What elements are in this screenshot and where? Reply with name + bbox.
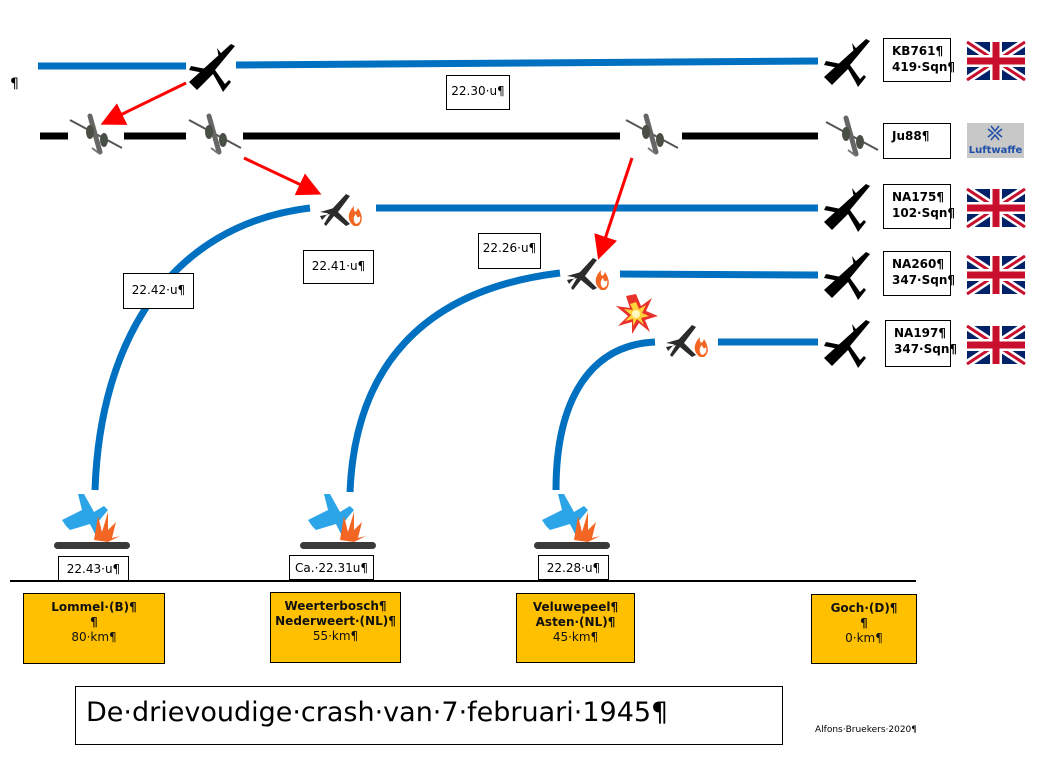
- location-box-weerterbosch: Weerterbosch¶ Nederweert·(NL)¶ 55·km¶: [270, 592, 401, 663]
- bomber-icon: [189, 44, 235, 92]
- crash-time-label: 22.43·u¶: [58, 556, 129, 581]
- location-name: Weerterbosch¶: [284, 599, 387, 613]
- paragraph-marker: ¶: [10, 76, 19, 92]
- aircraft-id-box-ju88: Ju88¶: [883, 123, 951, 159]
- time-label: 22.41·u¶: [303, 250, 374, 284]
- location-name: Goch·(D)¶: [830, 601, 898, 615]
- explosion-icon: [616, 294, 658, 334]
- aircraft-serial: KB761¶: [892, 44, 944, 58]
- crash-site-icon: [300, 494, 376, 549]
- location-distance: 80·km¶: [71, 630, 117, 644]
- aircraft-id-box-na175: NA175¶ 102·Sqn¶: [883, 184, 956, 229]
- ju88-fighter-icon: [826, 118, 878, 156]
- location-region: ¶: [90, 615, 98, 629]
- location-name: Lommel·(B)¶: [51, 600, 137, 614]
- ju88-fighter-icon: [626, 116, 678, 154]
- bomber-icon: [824, 184, 870, 232]
- bomber-icon: [824, 39, 870, 87]
- uk-flag-icon: [964, 322, 1028, 368]
- location-region: Nederweert·(NL)¶: [275, 614, 396, 628]
- aircraft-id-box-na260: NA260¶ 347·Sqn¶: [883, 251, 956, 296]
- aircraft-squadron: 347·Sqn¶: [892, 273, 956, 287]
- crash-time-label: 22.28·u¶: [538, 555, 609, 580]
- time-label: 22.42·u¶: [123, 273, 194, 309]
- ju88-fighter-icon: [70, 116, 122, 154]
- attack-arrow: [594, 157, 634, 260]
- location-distance: 45·km¶: [552, 630, 599, 644]
- na175-descent-path: [91, 204, 311, 491]
- time-label: 22.30·u¶: [446, 75, 510, 110]
- na260-descent-path: [346, 269, 561, 493]
- crash-time-label: Ca.·22.31u¶: [289, 555, 374, 580]
- crash-site-icon: [54, 494, 130, 549]
- aircraft-id-box-kb761: KB761¶ 419·Sqn¶: [883, 38, 956, 82]
- author-credit: Alfons·Bruekers·2020¶: [815, 725, 918, 735]
- location-name: Veluwepeel¶: [532, 600, 619, 614]
- na197-descent-path: [552, 338, 656, 491]
- luftwaffe-label: Luftwaffe: [968, 145, 1023, 156]
- luftwaffe-flag-icon: Luftwaffe: [967, 123, 1024, 158]
- location-region: Asten·(NL)¶: [535, 615, 616, 629]
- uk-flag-icon: [964, 38, 1028, 84]
- location-box-veluwepeel: Veluwepeel¶ Asten·(NL)¶ 45·km¶: [516, 593, 635, 663]
- crash-site-icon: [534, 494, 610, 549]
- aircraft-serial: Ju88¶: [892, 129, 930, 143]
- attack-arrow: [100, 81, 187, 125]
- aircraft-serial: NA175¶: [892, 190, 945, 204]
- na260-flight-path: [619, 270, 819, 279]
- time-label: 22.26·u¶: [478, 233, 541, 269]
- burning-aircraft-icon: [567, 258, 609, 290]
- location-box-goch: Goch·(D)¶ ¶ 0·km¶: [811, 594, 917, 664]
- location-distance: 55·km¶: [312, 629, 359, 643]
- aircraft-serial: NA197¶: [894, 326, 947, 340]
- bomber-icon: [824, 252, 870, 300]
- attack-arrow: [243, 156, 322, 196]
- ju88-fighter-icon: [189, 116, 241, 154]
- aircraft-id-box-na197: NA197¶ 347·Sqn¶: [885, 320, 958, 367]
- location-region: ¶: [860, 616, 868, 630]
- diagram-title: De·drievoudige·crash·van·7·februari·1945…: [75, 686, 783, 745]
- aircraft-serial: NA260¶: [892, 257, 945, 271]
- location-box-lommel: Lommel·(B)¶ ¶ 80·km¶: [23, 593, 165, 664]
- bomber-icon: [824, 320, 870, 368]
- aircraft-squadron: 419·Sqn¶: [892, 60, 956, 74]
- uk-flag-icon: [964, 252, 1028, 298]
- kb761-flight-path: [235, 57, 819, 69]
- location-distance: 0·km¶: [845, 631, 883, 645]
- aircraft-squadron: 102·Sqn¶: [892, 206, 956, 220]
- burning-aircraft-icon: [320, 194, 362, 226]
- aircraft-squadron: 347·Sqn¶: [894, 342, 958, 356]
- iron-cross-icon: [987, 125, 1003, 141]
- uk-flag-icon: [964, 185, 1028, 231]
- burning-aircraft-icon: [666, 325, 708, 357]
